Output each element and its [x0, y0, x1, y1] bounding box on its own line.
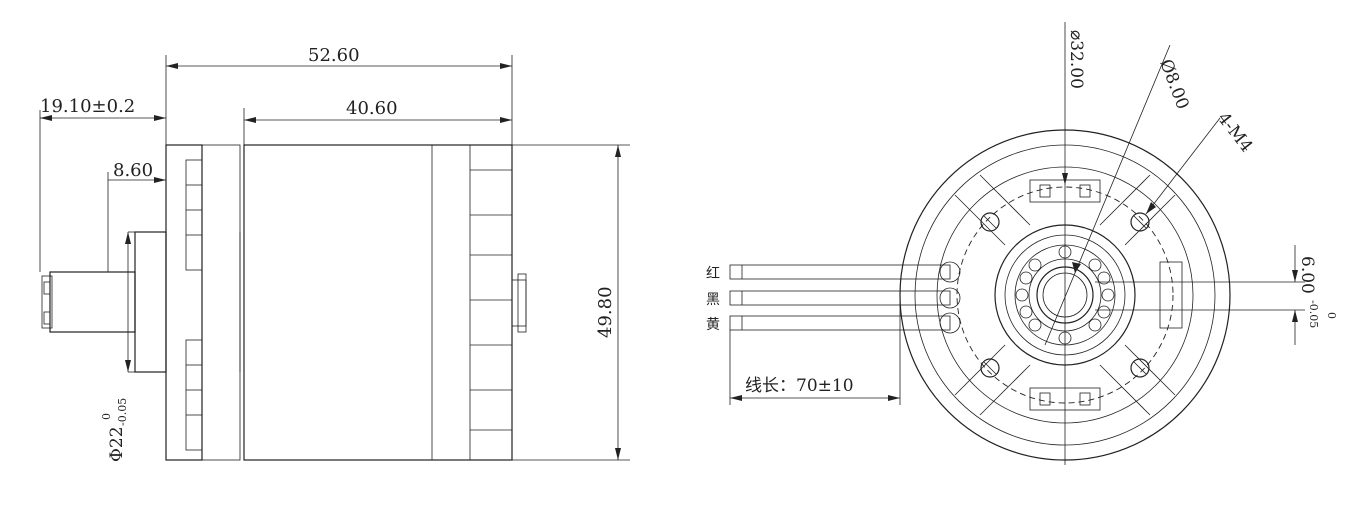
mount-boss — [134, 231, 167, 373]
dim-flat-tol-upper: 0 — [1325, 312, 1338, 319]
dim-bolt-circle: ⌀32.00 — [1066, 30, 1086, 89]
mounting-flange — [165, 144, 203, 461]
dim-mount-diameter: Φ22 — [107, 426, 127, 462]
dim-mount-tol-upper: 0 — [100, 413, 113, 420]
dim-shaft-length: 19.10±0.2 — [40, 96, 135, 117]
dim-mount-tol-lower: -0.05 — [116, 398, 129, 426]
motor-body — [243, 144, 513, 461]
wire-label-yellow: 黄 — [706, 316, 720, 333]
dim-screws: 4-M4 — [1213, 109, 1256, 157]
mounting-holes — [980, 212, 1150, 378]
front-view: 红 黑 黄 线长：70±10 ⌀32.00 Ø8.00 4-M4 6.00 0 — [706, 22, 1338, 465]
wire-label-red: 红 — [706, 266, 720, 282]
dim-overall-length: 52.60 — [308, 45, 360, 66]
dim-shaft-step: 8.60 — [113, 160, 153, 181]
side-view: 52.60 40.60 19.10±0.2 8.60 49.80 Φ22 — [39, 45, 630, 462]
dim-body-length: 40.60 — [346, 98, 398, 119]
dim-flat-tol-lower: -0.05 — [1307, 300, 1320, 328]
dim-shaft-diameter: Ø8.00 — [1155, 57, 1192, 113]
dim-shaft-flat: 6.00 — [1297, 256, 1317, 294]
dim-wire-length: 线长：70±10 — [745, 376, 854, 396]
motor-shaft — [49, 271, 136, 333]
lead-wires — [729, 264, 951, 331]
dim-height: 49.80 — [595, 286, 616, 338]
wire-label-black: 黑 — [706, 292, 720, 308]
